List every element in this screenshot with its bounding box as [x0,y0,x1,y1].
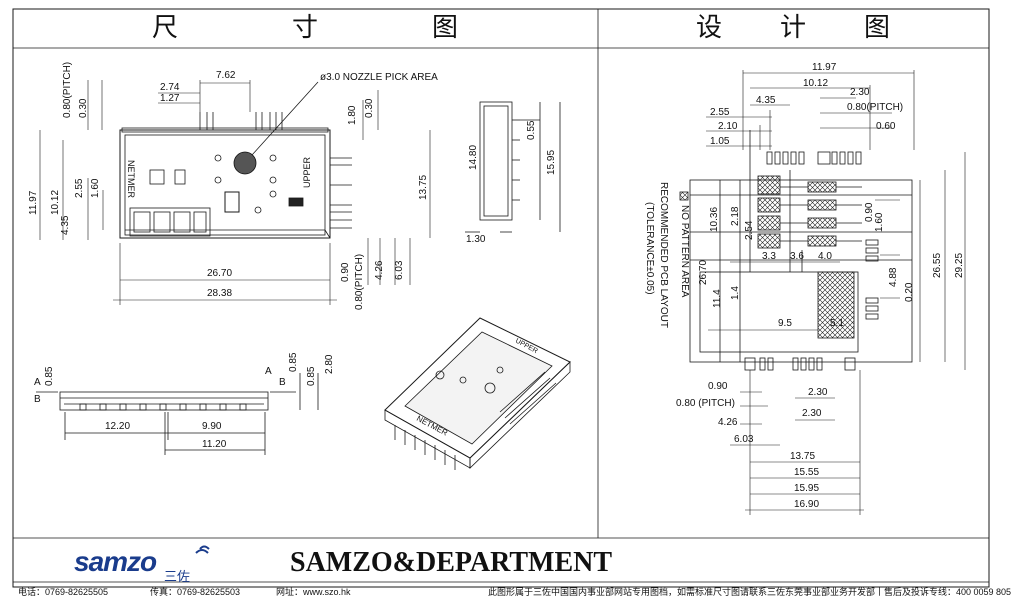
rdim-1-4: 1.4 [730,286,741,300]
dim-14-80: 14.80 [468,145,479,170]
header-right-title: 设 计 图 [695,13,892,43]
logo: samzo [74,546,157,577]
rdim-26-70: 26.70 [698,260,709,285]
rdim-b-0-90: 0.90 [708,381,728,392]
dim-0-85-right: 0.85 [288,352,299,372]
top-view-dimension-lines [39,80,431,305]
rdim-b-16-90: 16.90 [794,499,819,510]
legend-tolerance: (TOLERANCE±0.05) [644,202,655,295]
rdim-1-05: 1.05 [710,136,730,147]
dim-1-30: 1.30 [466,234,486,245]
rdim-11-97: 11.97 [812,62,837,73]
rdim-b-2-30: 2.30 [808,387,828,398]
rdim-2-18: 2.18 [730,206,741,226]
nozzle-area [233,151,257,175]
dim-0-30: 0.30 [78,98,89,118]
dim-11-97: 11.97 [28,190,39,215]
rdim-b-15-55: 15.55 [794,467,819,478]
dim-26-70: 26.70 [207,268,232,279]
rdim-0-60: 0.60 [876,121,896,132]
iso-view [384,317,571,470]
legend-no-pattern: NO PATTERN AREA [679,205,690,298]
rdim-3-3: 3.3 [762,251,776,262]
front-b-left: B [34,394,41,405]
dim-1-60: 1.60 [90,178,101,198]
rdim-9-5: 9.5 [778,318,792,329]
logo-subtitle: 三佐 [164,569,191,584]
pcb-dimension-lines [706,70,966,515]
rdim-2-30: 2.30 [850,87,870,98]
dim-12-20: 12.20 [105,421,130,432]
dim-1-80: 1.80 [347,105,358,125]
header-left-title: 尺 寸 图 [151,13,460,43]
outer-frame [12,8,990,588]
dim-15-95: 15.95 [546,150,557,175]
rdim-26-55: 26.55 [932,253,943,278]
dim-28-38: 28.38 [207,288,232,299]
rdim-0-80-pitch: 0.80(PITCH) [847,102,903,113]
rdim-3-6: 3.6 [790,251,804,262]
front-b-right: B [279,377,286,388]
dim-13-75: 13.75 [418,175,429,200]
dim-0-55: 0.55 [526,120,537,140]
rdim-4-35: 4.35 [756,95,776,106]
rdim-2-10: 2.10 [718,121,738,132]
dim-0-80-pitch: 0.80(PITCH) [62,62,73,118]
nozzle-leader [251,81,319,156]
rdim-10-12: 10.12 [803,78,828,89]
rdim-5-1: 5.1 [830,318,844,329]
rdim-11-4: 11.4 [712,289,723,308]
pcb-layout [679,130,913,371]
dim-2-55: 2.55 [74,178,85,198]
rdim-b-13-75: 13.75 [790,451,815,462]
label-netmer: NETMER [126,160,136,199]
legend-no-pattern-square [679,191,689,201]
dim-0-85-right-b: 0.85 [306,366,317,386]
dim-11-20: 11.20 [202,439,227,450]
rdim-b-15-95: 15.95 [794,483,819,494]
dim-0-90: 0.90 [340,262,351,282]
dim-10-12: 10.12 [50,190,61,215]
logo-mark [195,545,210,554]
dim-0-85-left: 0.85 [44,366,55,386]
rdim-2-54: 2.54 [744,220,755,240]
dim-4-26: 4.26 [374,260,385,280]
rdim-2-55: 2.55 [710,107,730,118]
rdim-b-2-30-b: 2.30 [802,408,822,419]
rdim-0-90: 0.90 [864,202,875,222]
rdim-29-25: 29.25 [954,253,965,278]
rdim-b-0-80-pitch: 0.80 (PITCH) [676,398,735,409]
legend-recommended: RECOMMENDED PCB LAYOUT [658,182,669,328]
rdim-4-88: 4.88 [888,267,899,287]
front-a-right: A [265,366,272,377]
dim-6-03: 6.03 [394,260,405,280]
rdim-10-36: 10.36 [709,207,720,232]
front-a-left: A [34,377,41,388]
label-upper: UPPER [302,156,312,188]
dim-2-74: 2.74 [160,82,180,93]
rdim-b-4-26: 4.26 [718,417,738,428]
front-view [36,373,319,455]
dim-1-27: 1.27 [160,93,180,104]
rdim-1-60: 1.60 [874,212,885,232]
dim-2-80: 2.80 [324,354,335,374]
rdim-4-0: 4.0 [818,251,832,262]
footer-tel: 电话：0769-82625505 [18,587,109,597]
top-view [119,112,352,239]
footer-note: 此图形属于三佐中国国内事业部网站专用图档，如需标准尺寸图请联系三佐东莞事业部业务… [488,587,1011,597]
dim-nozzle: ø3.0 NOZZLE PICK AREA [320,72,438,83]
department-title: SAMZO&DEPARTMENT [290,547,613,578]
dim-7-62: 7.62 [216,70,236,81]
footer-fax: 传真：0769-82625503 [150,587,241,597]
footer-web[interactable]: 网址：www.szo.hk [276,587,351,597]
dim-4-35: 4.35 [60,215,71,235]
dim-0-30-right: 0.30 [364,98,375,118]
rdim-b-6-03: 6.03 [734,434,754,445]
dim-0-80-pitch-b: 0.80(PITCH) [354,254,365,310]
rdim-0-20: 0.20 [904,282,915,302]
dim-9-90: 9.90 [202,421,222,432]
side-view [465,101,561,233]
